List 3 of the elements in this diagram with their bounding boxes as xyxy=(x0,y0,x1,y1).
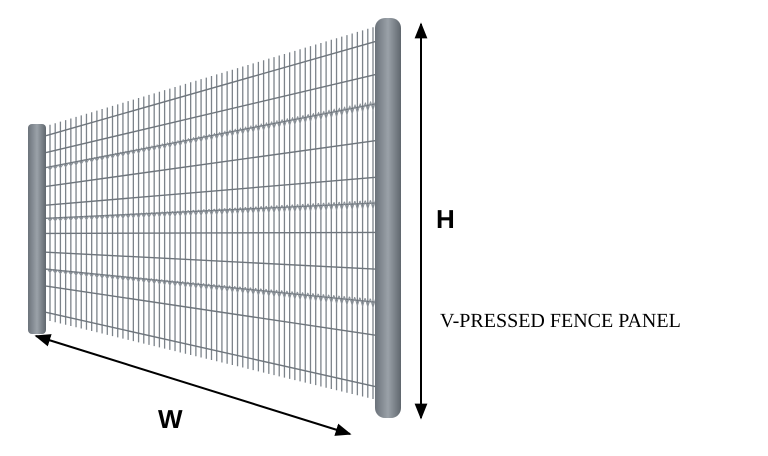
dimension-label: H xyxy=(436,203,455,236)
dimension-label: V-PRESSED FENCE PANEL xyxy=(440,309,681,334)
dimension-label: W xyxy=(158,403,183,436)
